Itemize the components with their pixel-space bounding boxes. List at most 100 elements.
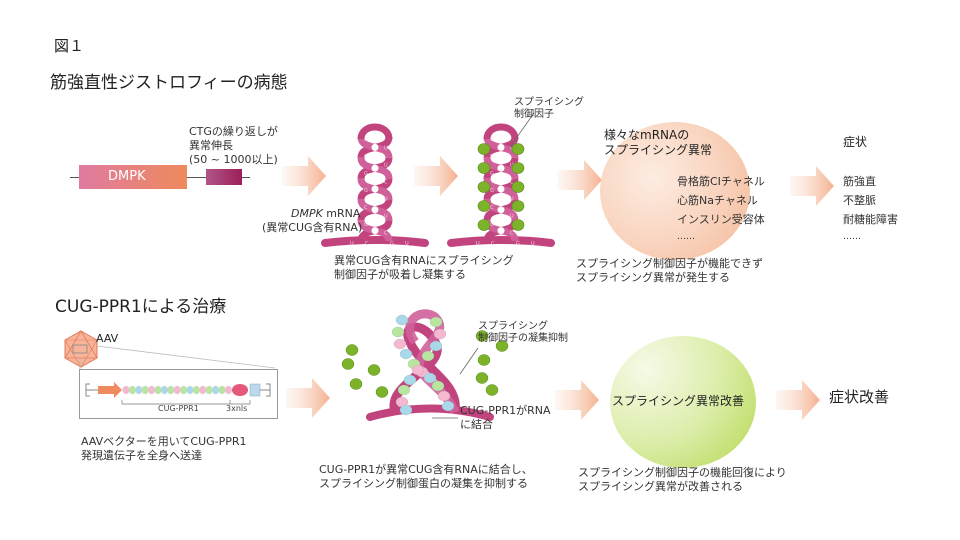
splicing-factor-particle: [367, 364, 381, 376]
figure-label: 図１: [54, 37, 85, 55]
ppr-motif: [192, 385, 200, 395]
repeat-note-3: (50 ~ 1000以上): [189, 153, 278, 166]
splicing-caption-1: スプライシング制御因子が機能できず: [576, 257, 763, 270]
outcome-label: 症状改善: [829, 388, 890, 406]
hairpin-caption-2: 制御因子が吸着し凝集する: [334, 268, 466, 281]
ppr-bead: [399, 348, 413, 360]
rna-base-letter: C: [510, 231, 514, 237]
callout-line: [459, 347, 479, 375]
rna-loop-hole: [497, 185, 505, 193]
symptom-item: ……: [843, 232, 861, 242]
splicing-factor-particle: [341, 358, 355, 370]
arrow-right-icon: [790, 166, 834, 206]
splicing-factor-particle: [511, 200, 525, 212]
rna-loop-hole: [371, 206, 379, 214]
improvement-oval-label: スプライシング異常改善: [612, 394, 745, 408]
rna-base-letter: U: [384, 214, 388, 220]
rna-base-letter: C: [510, 180, 514, 186]
ppr-motif: [141, 385, 149, 395]
aav-label: AAV: [96, 332, 119, 345]
ppr-motif: [186, 385, 194, 395]
symptom-item: 耐糖能障害: [843, 213, 898, 226]
ppr-bead: [391, 326, 405, 338]
splicing-factor-particle: [475, 372, 489, 384]
splicing-item: 心筋Naチャネル: [677, 194, 758, 207]
splicing-factor-particle: [349, 378, 363, 390]
rna-base-letter: G: [364, 188, 368, 194]
dmpk-label: DMPK: [108, 169, 146, 184]
rna-loop-hole: [497, 206, 505, 214]
itr-right: [260, 383, 271, 397]
ppr-motif: [199, 385, 207, 395]
arrow-right-icon: [555, 380, 599, 420]
ppr-bead: [429, 340, 443, 352]
ppr-bead: [411, 364, 425, 376]
symptom-item: 筋強直: [843, 175, 876, 188]
rna-base-letter: U: [531, 241, 535, 247]
symptoms-title: 症状: [843, 135, 868, 149]
rna-loop-hole: [497, 164, 505, 172]
splicing-factor-particle: [511, 181, 525, 193]
rna-base-letter: U: [384, 163, 388, 169]
rna-strand: [366, 404, 494, 421]
rna-base-letter: U: [510, 163, 514, 169]
splicing-factor-particle: [477, 354, 491, 366]
rna-base-letter: U: [384, 146, 388, 152]
ppr-bead: [393, 338, 407, 350]
ppr-motif: [128, 385, 136, 395]
splicing-factor-particle: [495, 340, 509, 352]
splicing-factor-particle: [477, 181, 491, 193]
ppr-motif: [154, 385, 162, 395]
ppr-motif: [167, 385, 175, 395]
splicing-item: ……: [677, 232, 695, 242]
gene-diagram: DMPK: [70, 160, 250, 200]
rna-base-letter: U: [384, 197, 388, 203]
rna-base-letter: G: [490, 137, 494, 143]
ppr-bead: [395, 314, 409, 326]
ppr-bead: [397, 384, 411, 396]
section2-title: CUG-PPR1による治療: [55, 297, 227, 317]
aav-capsid-icon: [64, 330, 98, 368]
hairpin-caption-1: 異常CUG含有RNAにスプライシング: [334, 254, 514, 267]
ppr-bead: [429, 316, 443, 328]
binding-caption-2: スプライシング制御蛋白の凝集を抑制する: [319, 477, 528, 490]
rna-base-letter: U: [405, 241, 409, 247]
ppr-bead: [433, 328, 447, 340]
rna-base-letter: C: [364, 205, 368, 211]
rna-loop-hole: [497, 143, 505, 151]
repeat-note-1: CTGの繰り返しが: [189, 125, 278, 138]
rna-base-letter: G: [364, 137, 368, 143]
section1-title: 筋強直性ジストロフィーの病態: [50, 73, 288, 93]
splicing-factor-particle: [477, 162, 491, 174]
aav-caption-1: AAVベクターを用いてCUG-PPR1: [81, 435, 247, 448]
rna-base-letter: G: [516, 241, 520, 247]
rna-base-letter: U: [510, 214, 514, 220]
rna-loop-hole: [371, 143, 379, 151]
construct-bracket: [121, 400, 251, 405]
binding-callout-2: に結合: [460, 418, 493, 431]
rna-base-letter: U: [350, 241, 354, 247]
rna-base-letter: C: [365, 241, 369, 247]
splicing-factor-particle: [511, 219, 525, 231]
nls-domain: [232, 384, 248, 396]
mrna-label-rest: mRNA: [322, 207, 361, 220]
splicing-factor-particle: [485, 384, 499, 396]
arrow-right-icon: [776, 380, 820, 420]
symptom-item: 不整脈: [843, 194, 876, 207]
rna-loop-hole: [371, 185, 379, 193]
rna-loop-hole: [371, 164, 379, 172]
rna-base-letter: G: [364, 222, 368, 228]
ppr-motif: [180, 385, 188, 395]
ppr-bead: [431, 380, 445, 392]
splicing-factor-particle: [375, 386, 389, 398]
inhibit-callout-1: スプライシング: [478, 321, 548, 332]
aav-caption-2: 発現遺伝子を全身へ送達: [81, 449, 202, 462]
ppr-bead: [437, 390, 451, 402]
arrow-right-icon: [414, 156, 458, 196]
ppr-motif: [224, 385, 232, 395]
rna-loop-hole: [371, 227, 379, 235]
splicing-caption-2: スプライシング異常が発生する: [576, 271, 730, 284]
rna-loop: [357, 123, 393, 140]
